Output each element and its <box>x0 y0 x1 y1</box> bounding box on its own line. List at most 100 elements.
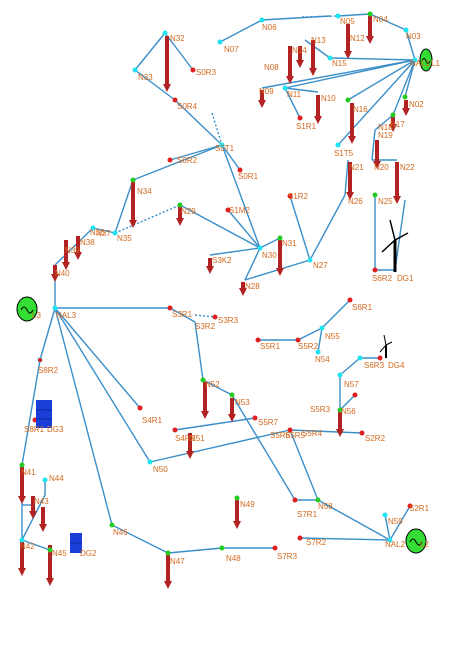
label-n48: N48 <box>226 554 241 563</box>
label-s0r2: S0R2 <box>177 156 198 165</box>
label-n25: N25 <box>378 197 393 206</box>
label-s4r1: S4R1 <box>142 416 163 425</box>
label-s5r3: S5R3 <box>310 405 331 414</box>
label-n55: N55 <box>325 332 340 341</box>
label-n33: N33 <box>138 73 153 82</box>
label-dg2: DG2 <box>80 549 97 558</box>
label-nal2: NAL2 <box>385 540 406 549</box>
label-s0r3: S0R3 <box>196 68 217 77</box>
dg-block-icon-dg2 <box>70 533 82 553</box>
label-l3: L3 <box>32 311 41 320</box>
label-s6r1: S6R1 <box>352 303 373 312</box>
label-n37: N37 <box>96 229 111 238</box>
label-s5r4: S5R4 <box>302 429 323 438</box>
label-n02: N02 <box>409 100 424 109</box>
label-n45: N45 <box>52 549 67 558</box>
generator-icon-l2 <box>405 528 427 554</box>
label-n08: N08 <box>264 63 279 72</box>
label-dg3: DG3 <box>47 425 64 434</box>
label-n10: N10 <box>321 94 336 103</box>
label-s6r2: S6R2 <box>372 274 393 283</box>
label-dg1: DG1 <box>397 274 414 283</box>
label-n42: N42 <box>20 542 35 551</box>
node-labels: N32 N33 S0R3 N07 N06 N05 N04 N03 N13 N12… <box>20 15 440 566</box>
label-n07: N07 <box>224 45 239 54</box>
label-s3r2: S3R2 <box>195 322 216 331</box>
label-n20: N20 <box>374 163 389 172</box>
label-n57: N57 <box>344 380 359 389</box>
label-s5r5: S5R5 <box>285 431 306 440</box>
label-n53: N53 <box>235 398 250 407</box>
label-dg4: DG4 <box>388 361 405 370</box>
label-n58: N58 <box>318 502 333 511</box>
nodes <box>19 11 418 556</box>
label-s8r1: S8R1 <box>24 425 45 434</box>
label-s1r1: S1R1 <box>296 122 317 131</box>
label-n35: N35 <box>117 234 132 243</box>
label-n16: N16 <box>353 105 368 114</box>
label-n22: N22 <box>400 163 415 172</box>
label-n29: N29 <box>181 207 196 216</box>
edges <box>21 13 416 554</box>
label-nal1: NAL1 <box>410 59 431 68</box>
label-s3r1: S3R1 <box>172 310 193 319</box>
label-n32: N32 <box>170 34 185 43</box>
label-s7r1: S7R1 <box>297 510 318 519</box>
dg-block-icon-dg3 <box>36 400 52 428</box>
label-s5r6: S5R6 <box>270 431 291 440</box>
label-nal3: NAL3 <box>56 311 77 320</box>
label-n14: N14 <box>292 46 307 55</box>
label-n06: N06 <box>262 23 277 32</box>
label-n49: N49 <box>240 500 255 509</box>
label-n18: N18 <box>378 123 393 132</box>
label-n38: N38 <box>80 238 95 247</box>
label-s7r2: S7R2 <box>306 538 327 547</box>
label-s7r3: S7R3 <box>277 552 298 561</box>
label-n44: N44 <box>49 474 64 483</box>
label-n50: N50 <box>153 465 168 474</box>
label-n27: N27 <box>313 261 328 270</box>
generator-icon-l1 <box>419 48 433 72</box>
label-n11: N11 <box>287 90 302 99</box>
label-s2r2: S2R2 <box>365 434 386 443</box>
label-s3r3: S3R3 <box>218 316 239 325</box>
label-s5r7: S5R7 <box>258 418 279 427</box>
label-n43: N43 <box>34 497 49 506</box>
label-n19: N19 <box>378 131 393 140</box>
label-n05: N05 <box>340 17 355 26</box>
wind-turbine-icon-dg1 <box>381 219 409 272</box>
label-l2: L2 <box>420 540 429 549</box>
wind-turbine-icon-dg4 <box>379 334 393 358</box>
label-n54: N54 <box>315 355 330 364</box>
label-n21: N21 <box>349 163 364 172</box>
label-n59: N59 <box>388 517 403 526</box>
label-s4r2: S4R2 <box>175 434 196 443</box>
label-n17: N17 <box>390 120 405 129</box>
label-n47: N47 <box>170 557 185 566</box>
label-n12: N12 <box>350 34 365 43</box>
label-n51: N51 <box>190 434 205 443</box>
label-n04: N04 <box>373 15 388 24</box>
label-l1: L1 <box>431 59 440 68</box>
label-s5r2: S5R2 <box>298 342 319 351</box>
label-n56: N56 <box>341 407 356 416</box>
label-n28: N28 <box>245 282 260 291</box>
label-n39: N39 <box>65 246 80 255</box>
label-s3k2: S3K2 <box>212 256 232 265</box>
load-arrows <box>18 16 410 589</box>
label-s1t5: S1T5 <box>334 149 354 158</box>
label-n52: N52 <box>205 380 220 389</box>
label-n30: N30 <box>262 251 277 260</box>
label-s0r4: S0R4 <box>177 102 198 111</box>
label-n15: N15 <box>332 59 347 68</box>
label-n31: N31 <box>282 239 297 248</box>
label-s6r3: S6R3 <box>364 361 385 370</box>
label-s2r1: S2R1 <box>409 504 430 513</box>
label-n46: N46 <box>113 528 128 537</box>
generator-icon-l3 <box>16 296 38 322</box>
label-n26: N26 <box>348 197 363 206</box>
label-n41: N41 <box>21 468 36 477</box>
label-s1r2: S1R2 <box>288 192 309 201</box>
label-n34: N34 <box>137 187 152 196</box>
